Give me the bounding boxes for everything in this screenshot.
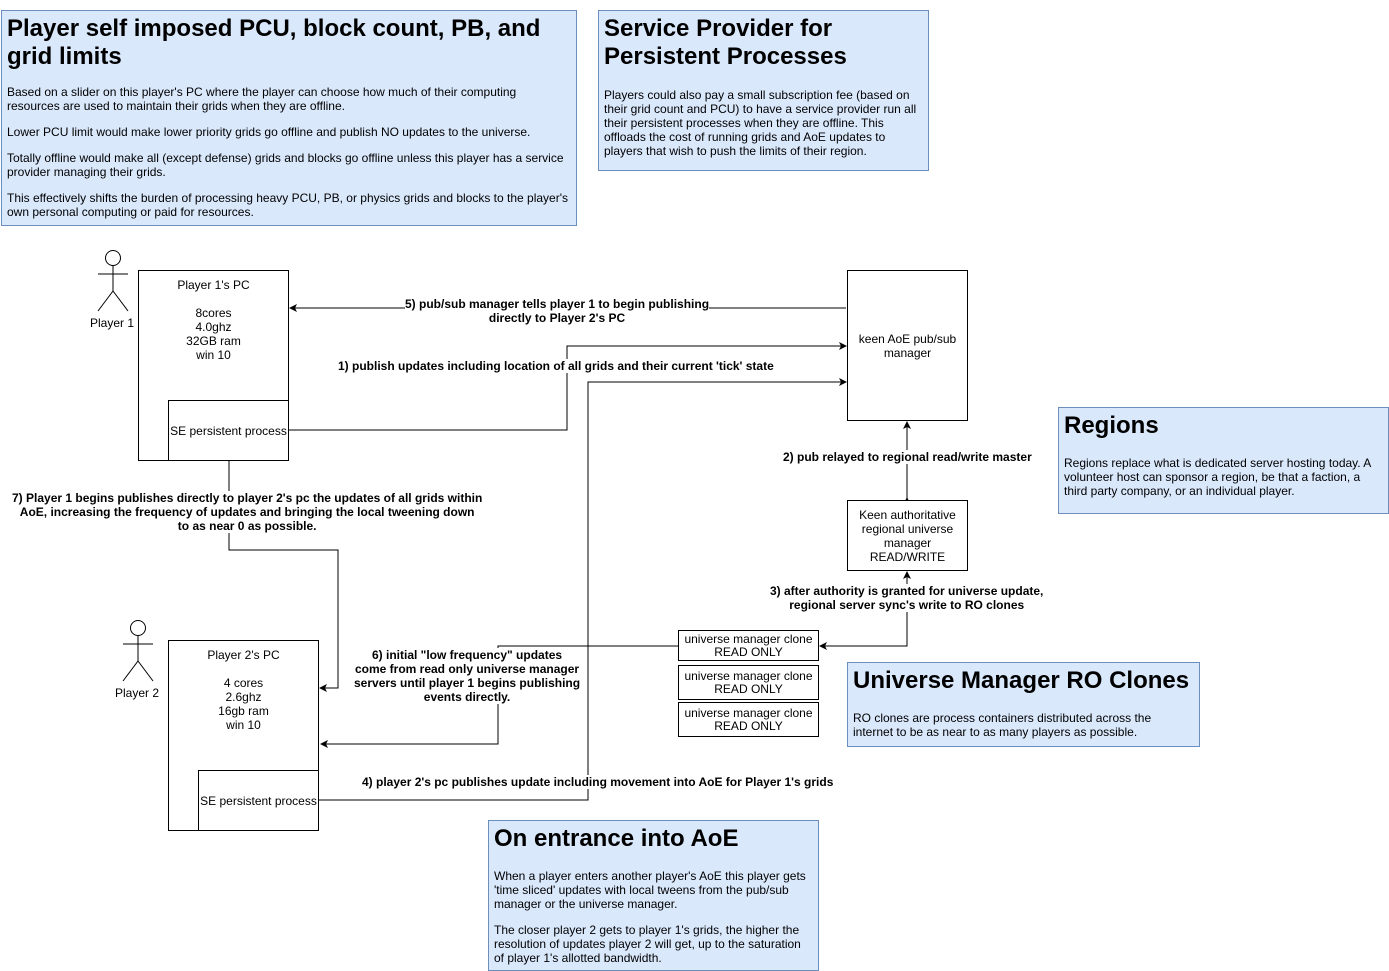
edge-5-label: 5) pub/sub manager tells player 1 to beg… <box>405 297 710 325</box>
clone-label: universe manager clone <box>684 668 813 683</box>
spec-ram: 16gb ram <box>218 704 269 718</box>
clone-label: universe manager clone <box>684 631 813 646</box>
spec-clock: 4.0ghz <box>195 320 232 334</box>
note-paragraph: Regions replace what is dedicated server… <box>1064 456 1371 498</box>
note-service-provider-title: Service Provider for Persistent Processe… <box>604 15 847 70</box>
player2-label: Player 2 <box>114 686 160 700</box>
note-player-limits-title: Player self imposed PCU, block count, PB… <box>7 15 541 70</box>
universe-clone-node[interactable]: universe manager clone READ ONLY <box>678 702 819 737</box>
edge-3-label: 3) after authority is granted for univer… <box>770 584 1044 612</box>
clone-mode: READ ONLY <box>714 644 783 659</box>
edge-5-label-line: directly to Player 2's PC <box>488 311 626 325</box>
edge-2-label: 2) pub relayed to regional read/write ma… <box>783 450 1032 464</box>
note-regions-title: Regions <box>1064 412 1159 439</box>
clone-mode: READ ONLY <box>714 718 783 733</box>
edge-6-label-line: come from read only universe manager <box>354 662 580 676</box>
player2-pc-title: Player 2's PC <box>207 648 280 662</box>
player1-pc-title: Player 1's PC <box>177 278 250 292</box>
authoritative-label: Keen authoritative regional universe man… <box>859 507 956 564</box>
universe-clone-node[interactable]: universe manager clone READ ONLY <box>678 665 819 700</box>
edge-5-label-line: 5) pub/sub manager tells player 1 to beg… <box>405 297 710 311</box>
spec-cores: 4 cores <box>223 676 264 690</box>
player2-persistent-process[interactable]: SE persistent process <box>198 770 319 831</box>
edge-3-label-line: regional server sync's write to RO clone… <box>789 598 1025 612</box>
pubsub-label: keen AoE pub/sub manager <box>858 331 957 360</box>
spec-cores: 8cores <box>195 306 232 320</box>
note-paragraph: This effectively shifts the burden of pr… <box>7 191 569 219</box>
note-paragraph: RO clones are process containers distrib… <box>853 711 1152 739</box>
edge-4-label: 4) player 2's pc publishes update includ… <box>362 775 834 789</box>
spec-os: win 10 <box>226 718 261 732</box>
edge-6-label-line: events directly. <box>423 690 511 704</box>
player1-persistent-process[interactable]: SE persistent process <box>168 400 289 461</box>
edge-7-label: 7) Player 1 begins publishes directly to… <box>12 491 483 533</box>
player2-actor-icon <box>122 620 154 682</box>
player2-pc-specs: 4 cores 2.6ghz 16gb ram win 10 <box>169 676 318 732</box>
note-paragraph: Players could also pay a small subscript… <box>604 88 917 158</box>
clone-mode: READ ONLY <box>714 681 783 696</box>
edge-7-label-line: 7) Player 1 begins publishes directly to… <box>12 491 483 505</box>
note-paragraph: Based on a slider on this player's PC wh… <box>7 85 517 113</box>
pubsub-manager-node[interactable]: keen AoE pub/sub manager <box>847 270 968 421</box>
note-aoe-entrance: On entrance into AoE When a player enter… <box>488 820 819 971</box>
note-regions: Regions Regions replace what is dedicate… <box>1058 407 1389 514</box>
edge-7-label-line: AoE, increasing the frequency of updates… <box>19 505 475 519</box>
edge-7-label-line: to as near 0 as possible. <box>177 519 317 533</box>
note-player-limits: Player self imposed PCU, block count, PB… <box>1 10 577 226</box>
edge-6-label-line: 6) initial "low frequency" updates <box>371 648 563 662</box>
note-paragraph: Totally offline would make all (except d… <box>7 151 564 179</box>
edge-1-label: 1) publish updates including location of… <box>338 359 774 373</box>
note-service-provider: Service Provider for Persistent Processe… <box>598 10 929 171</box>
player1-actor-icon <box>97 250 129 312</box>
note-aoe-entrance-title: On entrance into AoE <box>494 825 739 852</box>
universe-clone-node[interactable]: universe manager clone READ ONLY <box>678 630 819 661</box>
process-label: SE persistent process <box>200 793 317 808</box>
edge-4-p2-publish <box>318 378 847 801</box>
player1-pc-specs: 8cores 4.0ghz 32GB ram win 10 <box>139 306 288 362</box>
note-paragraph: The closer player 2 gets to player 1's g… <box>494 923 801 965</box>
edge-6-label: 6) initial "low frequency" updates come … <box>354 648 581 704</box>
process-label: SE persistent process <box>170 423 287 438</box>
authoritative-manager-node[interactable]: Keen authoritative regional universe man… <box>847 500 968 571</box>
edge-6-label-line: servers until player 1 begins publishing <box>354 676 581 690</box>
note-paragraph: When a player enters another player's Ao… <box>494 869 806 911</box>
player1-label: Player 1 <box>89 316 135 330</box>
spec-ram: 32GB ram <box>186 334 241 348</box>
edge-1-publish <box>288 342 847 431</box>
note-ro-clones: Universe Manager RO Clones RO clones are… <box>847 662 1200 747</box>
note-paragraph: Lower PCU limit would make lower priorit… <box>7 125 531 139</box>
edge-3-label-line: 3) after authority is granted for univer… <box>770 584 1044 598</box>
spec-os: win 10 <box>196 348 231 362</box>
spec-clock: 2.6ghz <box>225 690 262 704</box>
clone-label: universe manager clone <box>684 705 813 720</box>
note-ro-clones-title: Universe Manager RO Clones <box>853 667 1190 694</box>
